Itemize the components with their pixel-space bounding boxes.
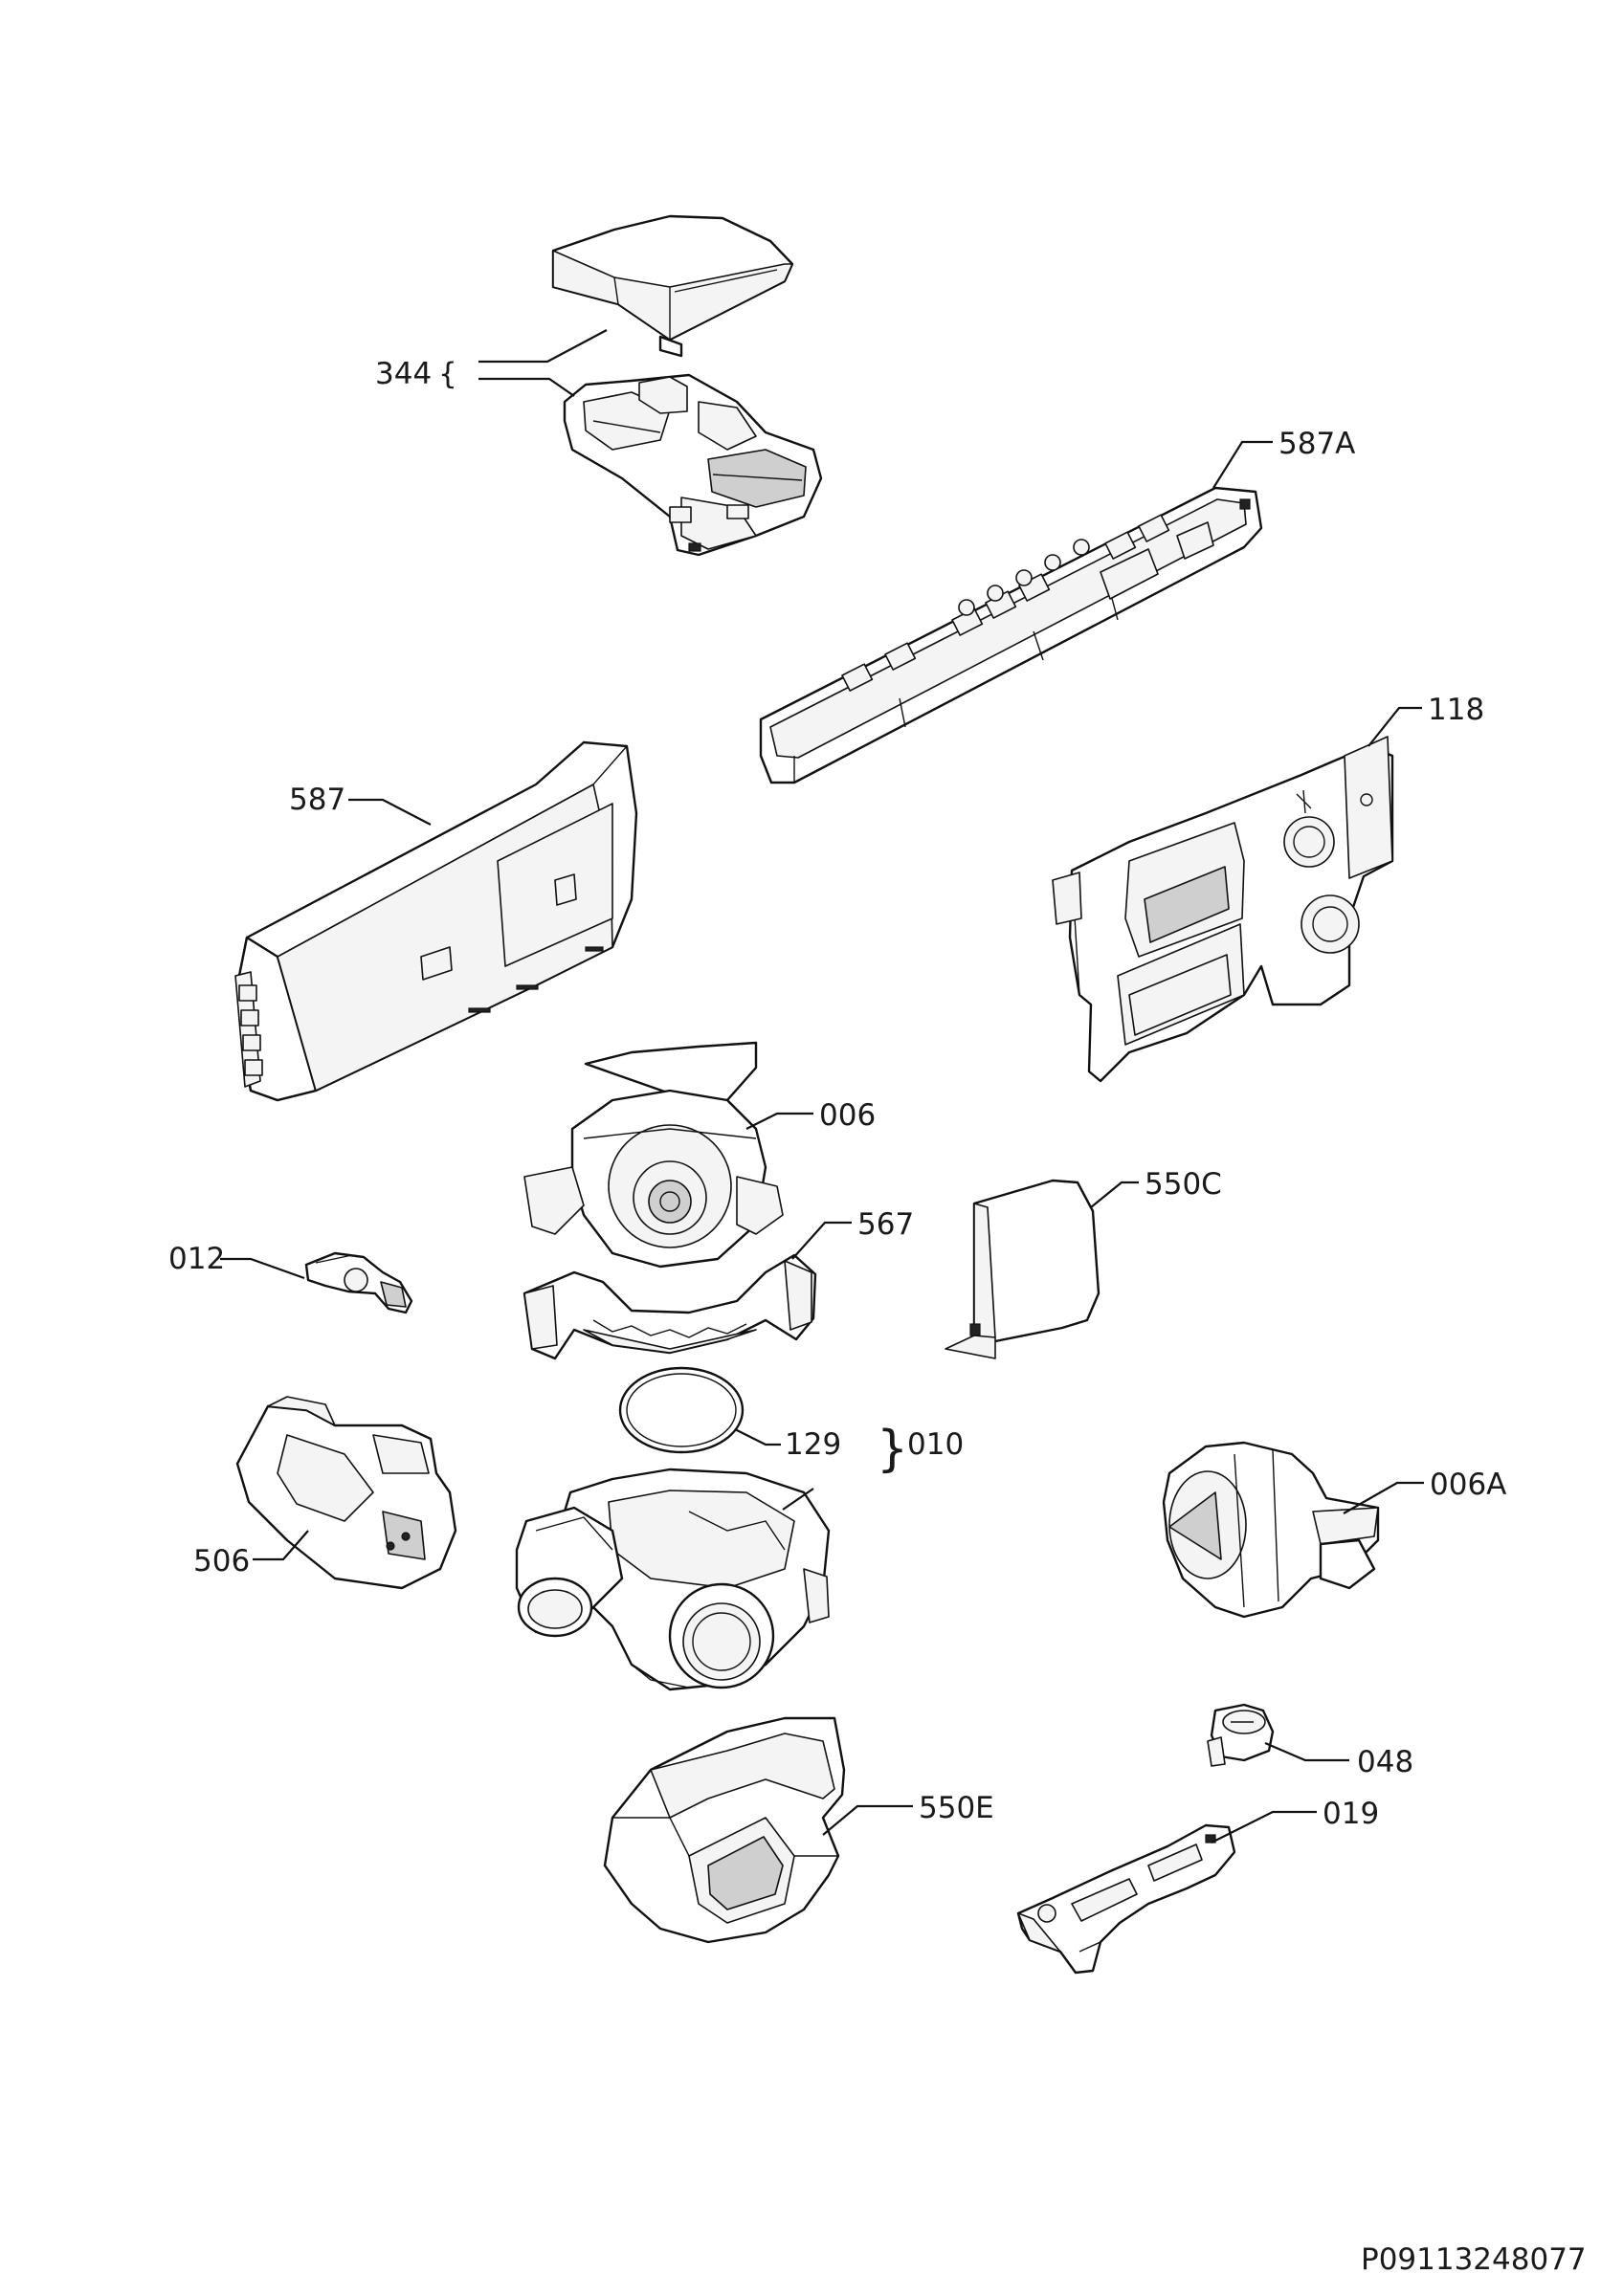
part-012-sensor	[304, 1251, 413, 1314]
part-587A-buttons	[841, 514, 1170, 692]
callout-344-brace: {	[438, 357, 457, 391]
callout-550C: 550C	[1145, 1167, 1222, 1202]
part-344-leaders	[478, 329, 608, 397]
callout-048: 048	[1357, 1745, 1413, 1779]
leader-550C	[1090, 1181, 1139, 1208]
part-587A-control-board	[759, 486, 1263, 784]
leader-587A	[1212, 440, 1273, 489]
callout-550E: 550E	[919, 1791, 994, 1825]
leader-006A	[1343, 1481, 1424, 1514]
leader-048	[1264, 1741, 1349, 1762]
callout-129: 129	[785, 1427, 841, 1462]
leader-129	[734, 1428, 781, 1446]
leader-587	[348, 798, 432, 826]
part-019-bracket	[1016, 1823, 1236, 1975]
part-006A-drain-pump	[1162, 1441, 1380, 1619]
leader-006	[745, 1112, 813, 1130]
part-587-electronic-module	[234, 740, 638, 1102]
callout-118: 118	[1428, 693, 1484, 727]
leader-012	[220, 1257, 305, 1280]
leader-118	[1367, 706, 1422, 747]
callout-587: 587	[289, 783, 345, 817]
callout-019: 019	[1323, 1797, 1379, 1831]
part-550E-cover	[603, 1716, 846, 1944]
leader-567	[791, 1221, 852, 1260]
leader-010	[782, 1488, 814, 1511]
part-118-dispenser	[1052, 736, 1394, 1083]
part-010-heat-pump	[515, 1468, 831, 1691]
document-id: P09113248077	[1361, 2242, 1587, 2277]
callout-010: 010	[907, 1427, 964, 1462]
callout-587A: 587A	[1278, 427, 1355, 461]
callout-010-brace: }	[877, 1421, 908, 1478]
callout-006A: 006A	[1430, 1468, 1506, 1502]
part-129-gasket-ring	[618, 1366, 745, 1454]
part-344-cover	[551, 214, 794, 358]
part-506-base-bracket	[235, 1396, 457, 1590]
callout-344: 344	[375, 357, 432, 391]
part-006-pump-housing	[523, 1041, 784, 1269]
callout-006: 006	[819, 1098, 876, 1133]
part-048-sensor	[1207, 1703, 1275, 1767]
leader-506	[253, 1530, 309, 1561]
callout-012: 012	[168, 1242, 225, 1276]
part-550C-panel	[945, 1179, 1101, 1359]
part-344-module	[563, 373, 823, 557]
leader-550E	[822, 1804, 913, 1836]
leader-019	[1211, 1810, 1317, 1843]
callout-567: 567	[857, 1207, 914, 1242]
callout-506: 506	[193, 1544, 250, 1578]
part-567-pump-support	[522, 1253, 817, 1360]
